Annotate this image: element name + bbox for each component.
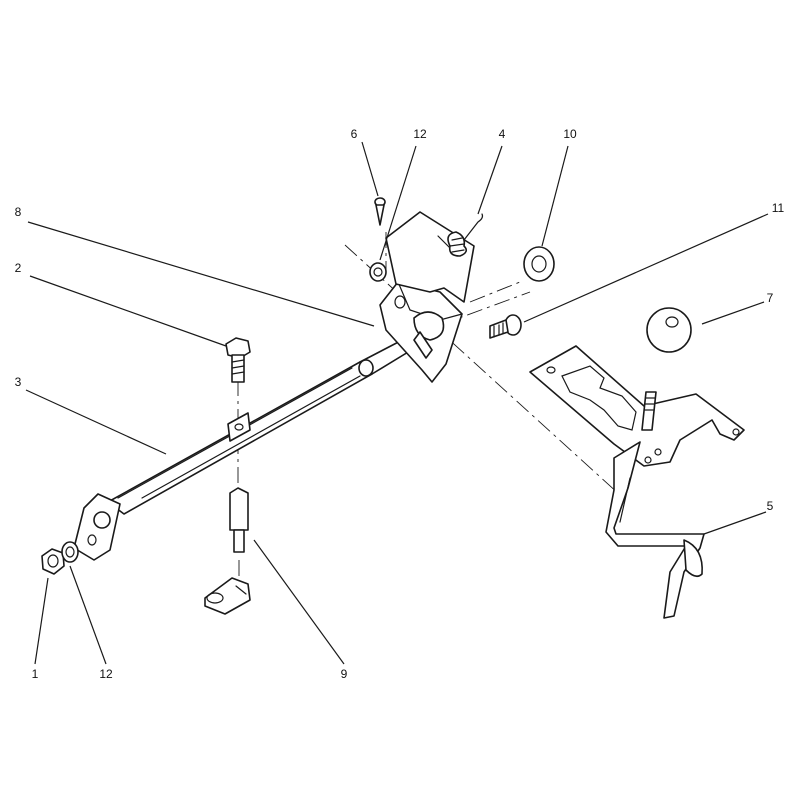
cross-shaft [107, 335, 419, 515]
pivot-bracket [379, 281, 463, 383]
washer-upper [369, 262, 387, 282]
callout-2: 2 [15, 261, 22, 275]
callout-11: 11 [772, 201, 785, 215]
callout-7: 7 [767, 291, 774, 305]
spring-plate [385, 211, 484, 303]
callout-1: 1 [32, 667, 39, 681]
callout-5: 5 [767, 499, 774, 513]
callout-3: 3 [15, 375, 22, 389]
pin [374, 197, 386, 226]
shaft-end-bracket [73, 493, 121, 561]
callout-12-upper: 12 [413, 127, 427, 141]
callout-8: 8 [15, 205, 22, 219]
callout-9: 9 [341, 667, 348, 681]
callout-6: 6 [351, 127, 358, 141]
callout-12-lower: 12 [99, 667, 113, 681]
shift-lever-rod [605, 441, 705, 619]
callout-4: 4 [499, 127, 506, 141]
shift-knob [641, 307, 692, 431]
spacer-link [204, 487, 251, 615]
bolt [225, 337, 251, 383]
nut [41, 548, 65, 575]
large-washer [523, 246, 555, 282]
callout-10: 10 [563, 127, 577, 141]
washer-lower [61, 541, 79, 563]
callout-labels: 1 12 9 2 3 8 6 12 4 10 11 7 5 [15, 127, 785, 681]
shoulder-bolt [489, 314, 522, 339]
leader-lines [25, 141, 769, 665]
